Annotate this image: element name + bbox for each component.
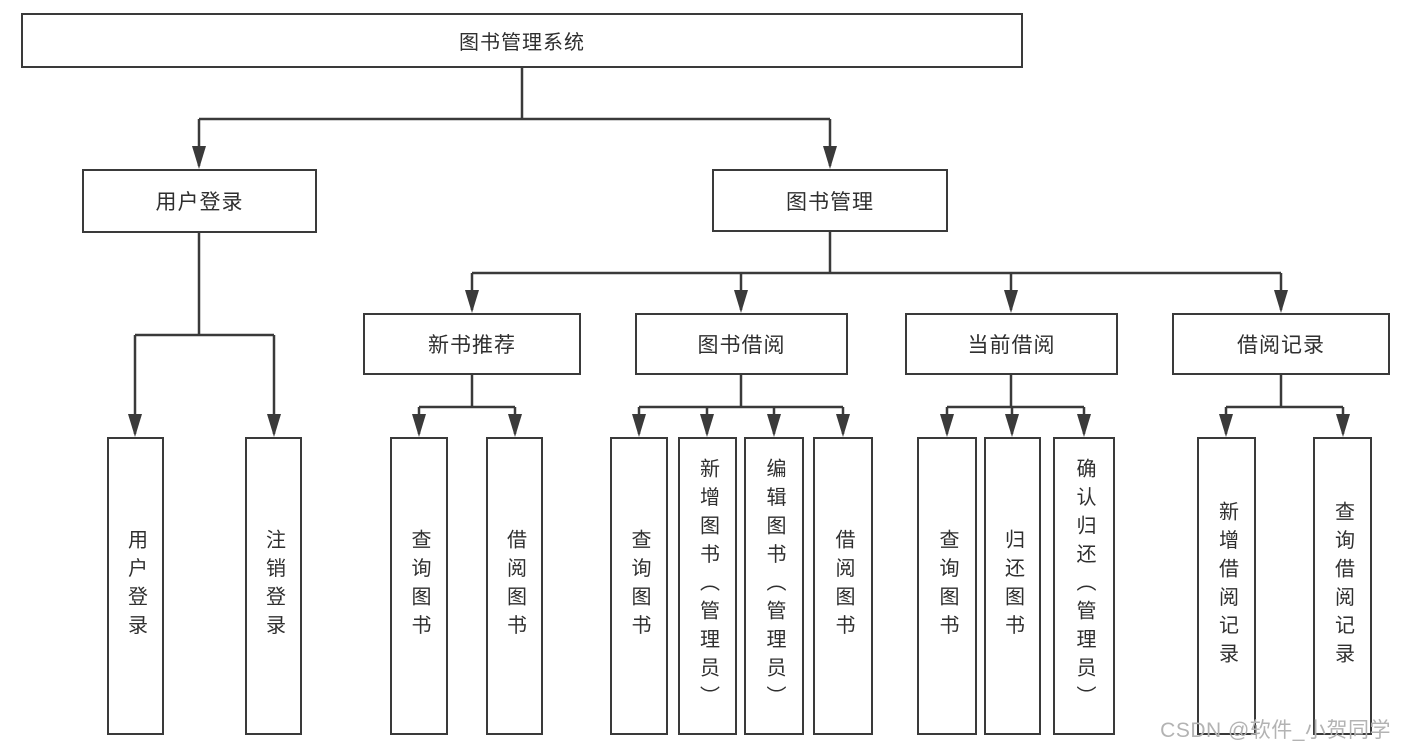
node-label: 借阅记录 <box>1237 334 1325 357</box>
connector-current-borrow-to-leaves <box>940 375 1091 437</box>
node-label: 注销登录 <box>262 529 285 643</box>
node-book-borrow: 图书借阅 <box>635 313 848 375</box>
node-borrow-record: 借阅记录 <box>1172 313 1390 375</box>
node-label: 用户登录 <box>124 529 147 643</box>
node-label: 当前借阅 <box>967 334 1056 357</box>
node-label: 归还图书 <box>1001 529 1024 643</box>
leaf-query-borrow-record: 查询借阅记录 <box>1313 437 1372 735</box>
node-label: 查询图书 <box>936 529 958 643</box>
leaf-borrow-books-recommend: 借阅图书 <box>486 437 543 735</box>
node-label: 新书推荐 <box>428 334 516 357</box>
leaf-add-borrow-record: 新增借阅记录 <box>1197 437 1256 735</box>
connector-user-login-to-leaves <box>128 233 281 437</box>
node-label: 借阅图书 <box>503 529 526 643</box>
node-label: 查询借阅记录 <box>1331 500 1354 672</box>
connector-book-mgmt-to-level3 <box>465 232 1288 313</box>
node-current-borrow: 当前借阅 <box>905 313 1118 375</box>
connector-borrow-record-to-leaves <box>1219 375 1350 437</box>
node-label: 用户登录 <box>155 191 244 214</box>
leaf-user-login: 用户登录 <box>107 437 164 735</box>
node-label: 编辑图书（管理员） <box>763 458 785 714</box>
leaf-confirm-return-admin: 确认归还（管理员） <box>1053 437 1115 735</box>
connector-root-to-level2 <box>192 68 837 169</box>
node-library-system-root: 图书管理系统 <box>21 13 1023 68</box>
node-book-management: 图书管理 <box>712 169 948 232</box>
leaf-query-books-recommend: 查询图书 <box>390 437 448 735</box>
node-label: 图书管理 <box>786 190 874 214</box>
node-label: 图书借阅 <box>697 334 786 357</box>
leaf-query-books-current: 查询图书 <box>917 437 977 735</box>
node-label: 新增借阅记录 <box>1215 500 1238 672</box>
node-new-book-recommend: 新书推荐 <box>363 313 581 375</box>
leaf-logout-login: 注销登录 <box>245 437 302 735</box>
node-label: 确认归还（管理员） <box>1073 458 1095 714</box>
connector-new-book-to-leaves <box>412 375 522 437</box>
leaf-query-books-borrow: 查询图书 <box>610 437 668 735</box>
node-label: 借阅图书 <box>832 529 854 643</box>
connector-book-borrow-to-leaves <box>632 375 850 437</box>
node-label: 图书管理系统 <box>459 32 585 54</box>
leaf-borrow-books: 借阅图书 <box>813 437 873 735</box>
node-label: 查询图书 <box>628 529 650 643</box>
csdn-watermark: CSDN @软件_小贺同学 <box>1160 719 1391 742</box>
leaf-return-books: 归还图书 <box>984 437 1041 735</box>
node-label: 查询图书 <box>408 529 430 643</box>
leaf-add-books-admin: 新增图书（管理员） <box>678 437 737 735</box>
node-user-login: 用户登录 <box>82 169 317 233</box>
leaf-edit-books-admin: 编辑图书（管理员） <box>744 437 804 735</box>
node-label: 新增图书（管理员） <box>696 458 719 714</box>
